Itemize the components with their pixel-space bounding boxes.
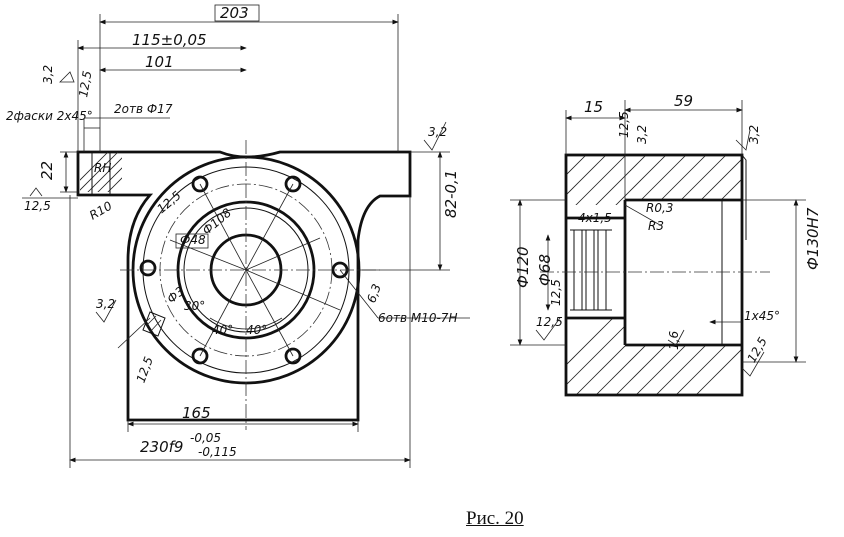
dim-dia-120: Ф120 xyxy=(514,246,532,288)
dim-chamfers: 2фаски 2х45° xyxy=(6,109,93,123)
dim-depth-15: 15 xyxy=(584,98,603,116)
dim-radius-3: R3 xyxy=(648,219,664,233)
tol-lower: -0,115 xyxy=(198,445,237,459)
roughness-a: 3,2 xyxy=(41,65,55,84)
bolt-hole xyxy=(139,259,157,277)
bolt-hole xyxy=(191,175,209,193)
dim-overall-width: 203 xyxy=(220,4,249,22)
tag-rh: RH xyxy=(94,161,111,175)
roughness-left: 12,5 xyxy=(549,279,563,306)
dim-base-165: 165 xyxy=(182,404,211,422)
grooves xyxy=(570,229,612,311)
dim-base-230: 230f9 xyxy=(140,438,183,456)
body-outline xyxy=(76,150,412,422)
roughness-left-2: 12,5 xyxy=(536,315,563,329)
roughness-b: 12,5 xyxy=(76,70,94,99)
dim-groove: 4х1,5 xyxy=(578,211,612,225)
roughness-top-2: 3,2 xyxy=(635,125,649,144)
section-hatch-bottom xyxy=(566,318,742,395)
dim-angle-a: 30° xyxy=(184,299,205,313)
section-view: 15 59 12,5 3,2 3,2 4х1,5 R0,3 R3 Ф120 Ф6… xyxy=(510,92,822,397)
section-outline xyxy=(564,153,744,397)
dim-dia-130: Ф130Н7 xyxy=(804,207,822,270)
dim-angle-c: 40° xyxy=(246,323,267,337)
bolt-hole xyxy=(191,347,209,365)
roughness-right: 3,2 xyxy=(747,125,761,144)
roughness-c: 12,5 xyxy=(24,199,51,213)
dim-flange-height: 22 xyxy=(38,161,56,180)
dim-holes: 2отв Ф17 xyxy=(114,102,173,116)
roughness-lower-left-2: 12,5 xyxy=(134,355,156,385)
roughness-top: 12,5 xyxy=(617,111,631,138)
roughness-f: 3,2 xyxy=(428,125,447,139)
dim-depth-59: 59 xyxy=(674,92,693,110)
dim-radius-03: R0,3 xyxy=(646,201,673,215)
tol-upper: -0,05 xyxy=(190,431,221,445)
roughness-e: 12,5 xyxy=(154,188,183,216)
dim-bore: Ф48 xyxy=(180,233,206,247)
bolt-hole xyxy=(284,175,302,193)
roughness-bore: 1,6 xyxy=(667,331,681,350)
dim-bore-position: 115±0,05 xyxy=(132,31,207,49)
roughness-lower-left: 3,2 xyxy=(96,297,115,311)
dim-dia-68: Ф68 xyxy=(536,254,554,286)
dim-angle-b: 40° xyxy=(212,323,233,337)
dim-radius: R10 xyxy=(87,198,115,222)
roughness-bottom: 12,5 xyxy=(744,335,769,365)
roughness-g: 6,3 xyxy=(364,282,384,305)
front-view: 203 115±0,05 101 2фаски 2х45° 2отв Ф17 3… xyxy=(6,4,470,468)
figure-caption: Рис. 20 xyxy=(466,508,524,529)
dim-center-height: 82-0,1 xyxy=(442,170,460,218)
dim-hole-position: 101 xyxy=(145,53,174,71)
dim-chamfer: 1х45° xyxy=(744,309,780,323)
bolt-hole xyxy=(284,347,302,365)
